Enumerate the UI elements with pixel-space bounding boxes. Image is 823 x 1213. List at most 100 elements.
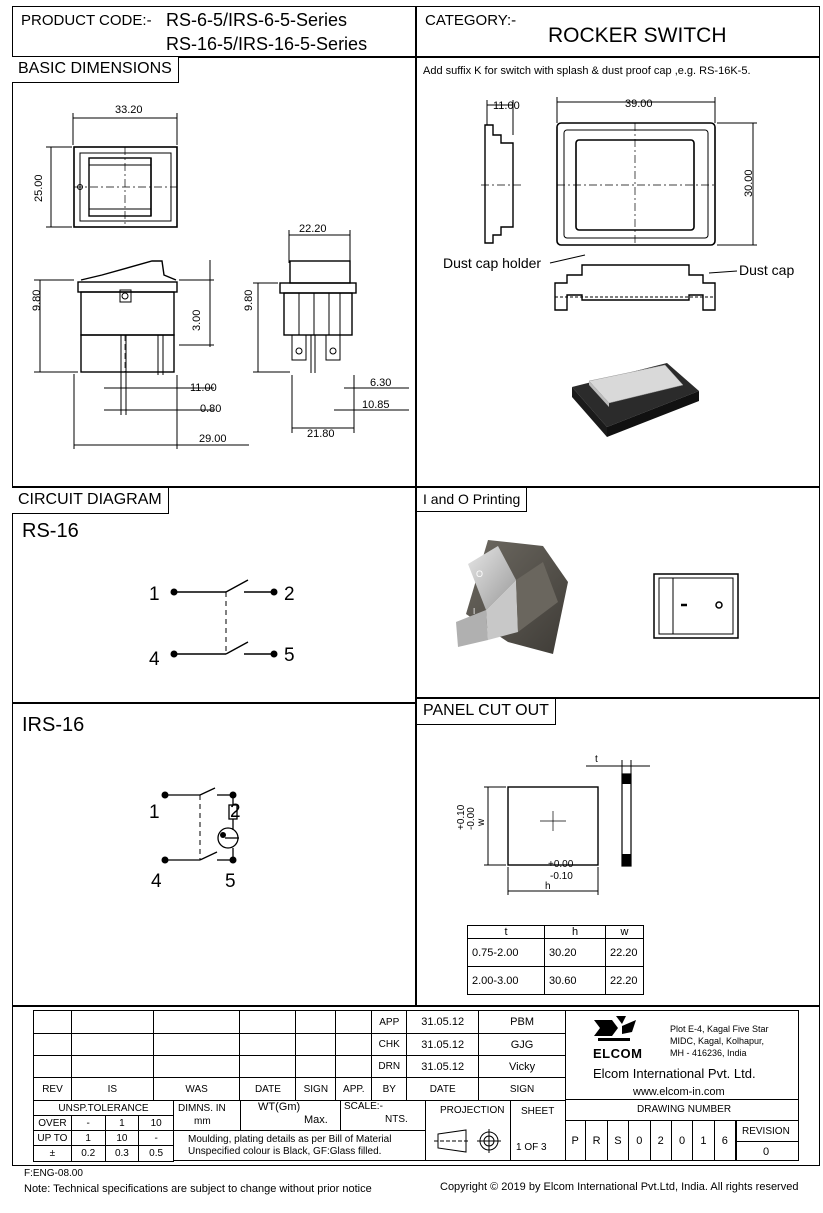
wt-label: WT(Gm)	[258, 1101, 301, 1113]
dust-cap-dim-11: 11.00	[493, 100, 520, 112]
rev-header-by: BY	[371, 1077, 408, 1101]
dim-top-width: 33.20	[115, 104, 143, 116]
rev-header-was: WAS	[152, 1077, 241, 1101]
rev-header-date-2: DATE	[406, 1077, 480, 1101]
scale-label: SCALE:-	[344, 1101, 383, 1112]
dust-cap-section	[554, 264, 716, 311]
header-divider-vertical	[415, 6, 417, 1006]
drawing-number-digit: S	[608, 1120, 630, 1161]
dim-front-height: 9.80	[243, 290, 255, 311]
elcom-logo-icon	[594, 1016, 636, 1041]
footer-copyright: Copyright © 2019 by Elcom International …	[440, 1181, 799, 1193]
divider-circuit	[12, 702, 416, 704]
drawing-number-digit: 6	[715, 1120, 736, 1161]
product-code-label: PRODUCT CODE:-	[21, 12, 152, 29]
tol-cell: 10	[104, 1130, 140, 1146]
rev-header-date: DATE	[239, 1077, 297, 1101]
drn-label: DRN	[371, 1055, 408, 1078]
dim-front-width: 22.20	[299, 223, 327, 235]
drawing-number-digit: P	[565, 1120, 587, 1161]
app-date: 31.05.12	[406, 1010, 480, 1034]
section-io-printing: I and O Printing	[417, 488, 528, 512]
sheet-label: SHEET	[521, 1106, 555, 1117]
dust-cap-3d-render	[572, 363, 699, 437]
chk-date: 31.05.12	[406, 1033, 480, 1056]
chk-label: CHK	[371, 1033, 408, 1056]
panel-table-cell: 22.20	[605, 938, 644, 967]
panel-table-header-h: h	[544, 925, 606, 939]
drawing-number-digit: 0	[629, 1120, 651, 1161]
drawing-number-digit: R	[586, 1120, 608, 1161]
panel-w-tol-minus: -0.00	[466, 807, 477, 830]
chk-name: GJG	[478, 1033, 566, 1056]
panel-cutout-rect	[507, 786, 599, 866]
company-website: www.elcom-in.com	[633, 1086, 725, 1098]
svg-text:O: O	[476, 569, 483, 579]
moulding-note-2: Unspecified colour is Black, GF:Glass fi…	[188, 1146, 382, 1157]
rev-header-sign-2: SIGN	[478, 1077, 566, 1101]
irs16-pin-4: 4	[151, 871, 162, 892]
tol-cell: 0.3	[104, 1145, 140, 1162]
irs16-pin-1: 1	[149, 802, 160, 823]
panel-table-header-t: t	[467, 925, 545, 939]
dimns-label: DIMNS. IN	[178, 1103, 226, 1114]
product-code-line2: RS-16-5/IRS-16-5-Series	[166, 34, 368, 54]
company-address-3: MH - 416236, India	[670, 1048, 747, 1058]
company-address-1: Plot E-4, Kagal Five Star	[670, 1024, 769, 1034]
tol-cell: 10	[138, 1115, 174, 1131]
panel-table-cell: 0.75-2.00	[467, 938, 545, 967]
category-value: ROCKER SWITCH	[548, 24, 727, 47]
tolerance-title: UNSP.TOLERANCE	[33, 1100, 174, 1116]
product-code-line1: RS-6-5/IRS-6-5-Series	[166, 10, 348, 30]
panel-table-header-w: w	[605, 925, 644, 939]
switch-side-view	[80, 260, 177, 281]
panel-h-label: h	[545, 881, 551, 892]
rs16-pin-5: 5	[284, 645, 295, 666]
revision-value: 0	[763, 1146, 770, 1158]
panel-table-cell: 30.60	[544, 966, 606, 995]
projection-symbol	[434, 1129, 501, 1153]
drn-date: 31.05.12	[406, 1055, 480, 1078]
dust-cap-note: Add suffix K for switch with splash & du…	[423, 65, 751, 77]
rev-header-sign: SIGN	[295, 1077, 337, 1101]
irs16-pin-5: 5	[225, 871, 236, 892]
panel-table-cell: 30.20	[544, 938, 606, 967]
dimns-unit: mm	[194, 1116, 211, 1127]
header-bottom-line	[12, 56, 820, 58]
dim-side-height: 9.80	[31, 290, 43, 311]
panel-thickness-bar	[621, 773, 632, 867]
panel-t-label: t	[595, 754, 598, 765]
switch-front-view	[289, 260, 351, 284]
panel-w-tol-plus: +0.10	[456, 804, 467, 830]
footer-note: Note: Technical specifications are subje…	[24, 1183, 372, 1195]
panel-cutout-drawing: t +0.10 -0.00 w +0.00 -0.10 h	[456, 754, 650, 895]
rs16-pin-1: 1	[149, 584, 160, 605]
panel-h-tol-minus: -0.10	[550, 871, 573, 882]
drn-name: Vicky	[478, 1055, 566, 1078]
dust-cap-holder-label: Dust cap holder	[443, 255, 541, 271]
irs16-circuit: 1 2 4 5	[149, 787, 241, 892]
tol-cell: -	[70, 1115, 106, 1131]
dim-front-630: 6.30	[370, 377, 391, 389]
dust-cap-drawing: 11.00 39.00 30.00 Dust cap holder Dust c…	[443, 97, 794, 437]
tol-cell: 1	[70, 1130, 106, 1146]
tol-cell: 0.5	[138, 1145, 174, 1162]
sheet-value: 1 OF 3	[516, 1142, 547, 1153]
rs16-pin-4: 4	[149, 649, 160, 670]
panel-cutout-table: t h w 0.75-2.00 30.20 22.20 2.00-3.00 30…	[467, 925, 644, 995]
form-number: F:ENG-08.00	[24, 1168, 83, 1179]
panel-h-tol-plus: +0.00	[548, 859, 574, 870]
section-circuit-diagram: CIRCUIT DIAGRAM	[12, 488, 169, 514]
basic-dimensions-drawing: 33.20 25.00 9.80 3.00 11.00 0.80 29.00 2…	[31, 104, 409, 449]
tol-cell: 1	[104, 1115, 140, 1131]
divider-row-2	[12, 486, 820, 488]
panel-table-cell: 2.00-3.00	[467, 966, 545, 995]
scale-value: NTS.	[385, 1114, 408, 1125]
tol-cell: ±	[33, 1145, 72, 1162]
divider-panel	[416, 697, 820, 699]
title-block-top-line	[12, 1005, 820, 1007]
dim-side-11: 11.00	[190, 382, 217, 394]
irs16-title: IRS-16	[22, 714, 85, 736]
revision-table: APP 31.05.12 PBM CHK 31.05.12 GJG DRN 31…	[33, 1010, 566, 1101]
rs16-circuit: 1 2 4 5	[149, 579, 295, 670]
